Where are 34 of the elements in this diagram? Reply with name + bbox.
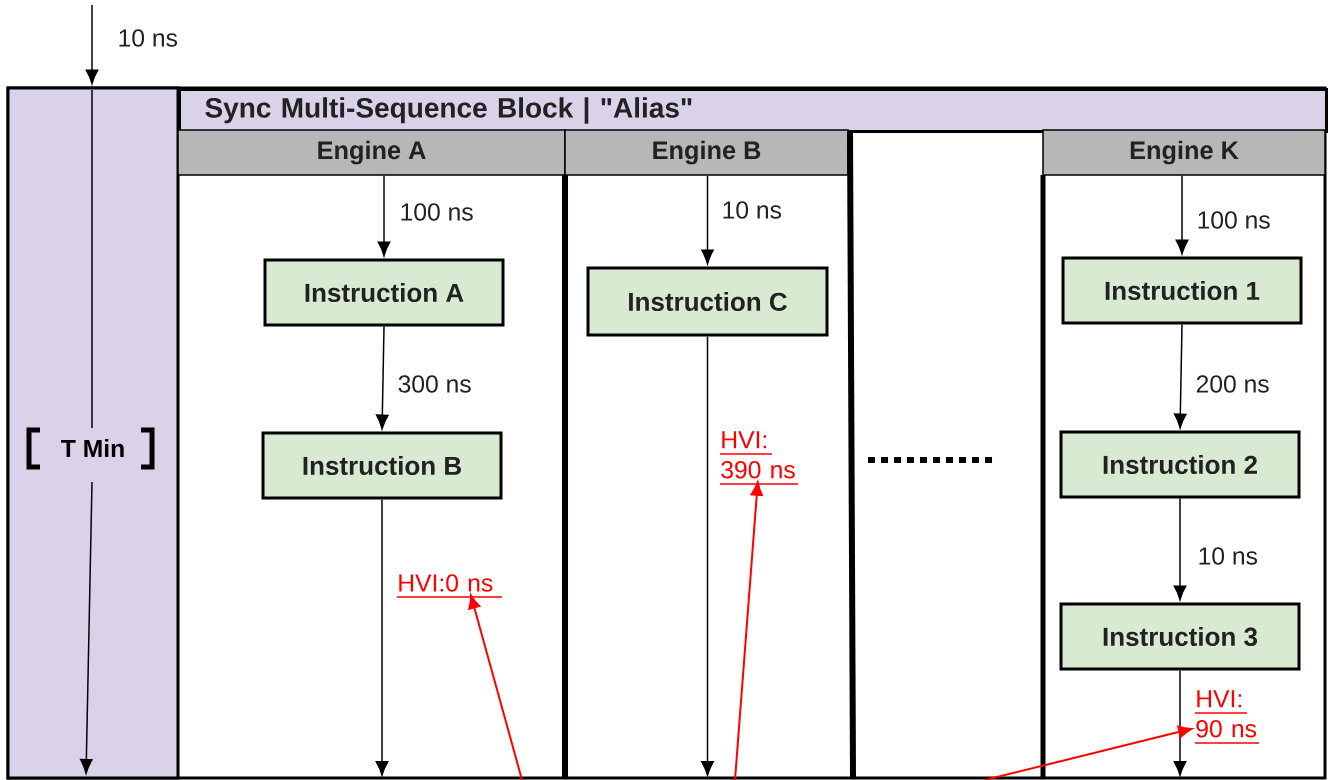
engine-header: Engine B <box>564 129 849 176</box>
arrow <box>375 325 389 430</box>
edge-label: 300 ns <box>398 375 471 393</box>
edge-label: 100 ns <box>401 203 473 221</box>
arrow <box>377 175 391 257</box>
arrow <box>1175 175 1189 255</box>
instruction-box: Instruction B <box>261 431 503 500</box>
engine-header: Engine A <box>177 129 566 176</box>
arrow <box>734 481 763 780</box>
arrow <box>375 498 389 776</box>
timing-note: HVI: 390 ns <box>719 431 799 485</box>
arrow <box>701 175 714 265</box>
edge-label: 100 ns <box>1198 211 1270 229</box>
time-band: T Min <box>6 86 180 780</box>
arrow <box>85 4 99 85</box>
instruction-box: Instruction 2 <box>1059 430 1301 499</box>
timing-note: HVI:0 ns <box>396 574 503 598</box>
engine-header: Engine K <box>1042 129 1326 176</box>
instruction-box: Instruction A <box>263 258 505 327</box>
arrow <box>984 725 1193 780</box>
timing-note: HVI: 90 ns <box>1194 690 1260 744</box>
block-header: Sync Multi-Sequence Block | "Alias" <box>178 88 1328 133</box>
edge-label: 10 ns <box>723 201 781 219</box>
instruction-box: Instruction 3 <box>1059 602 1301 671</box>
arrow <box>1173 669 1187 776</box>
arrow <box>468 594 523 780</box>
instruction-box: Instruction 1 <box>1061 256 1303 325</box>
edge-label: 10 ns <box>119 29 177 47</box>
instruction-box: Instruction C <box>586 266 829 337</box>
edge-label: 200 ns <box>1196 375 1269 393</box>
arrow <box>1173 323 1187 429</box>
edge-label: 10 ns <box>1199 547 1257 565</box>
arrow <box>701 335 714 776</box>
arrow <box>1173 497 1187 601</box>
